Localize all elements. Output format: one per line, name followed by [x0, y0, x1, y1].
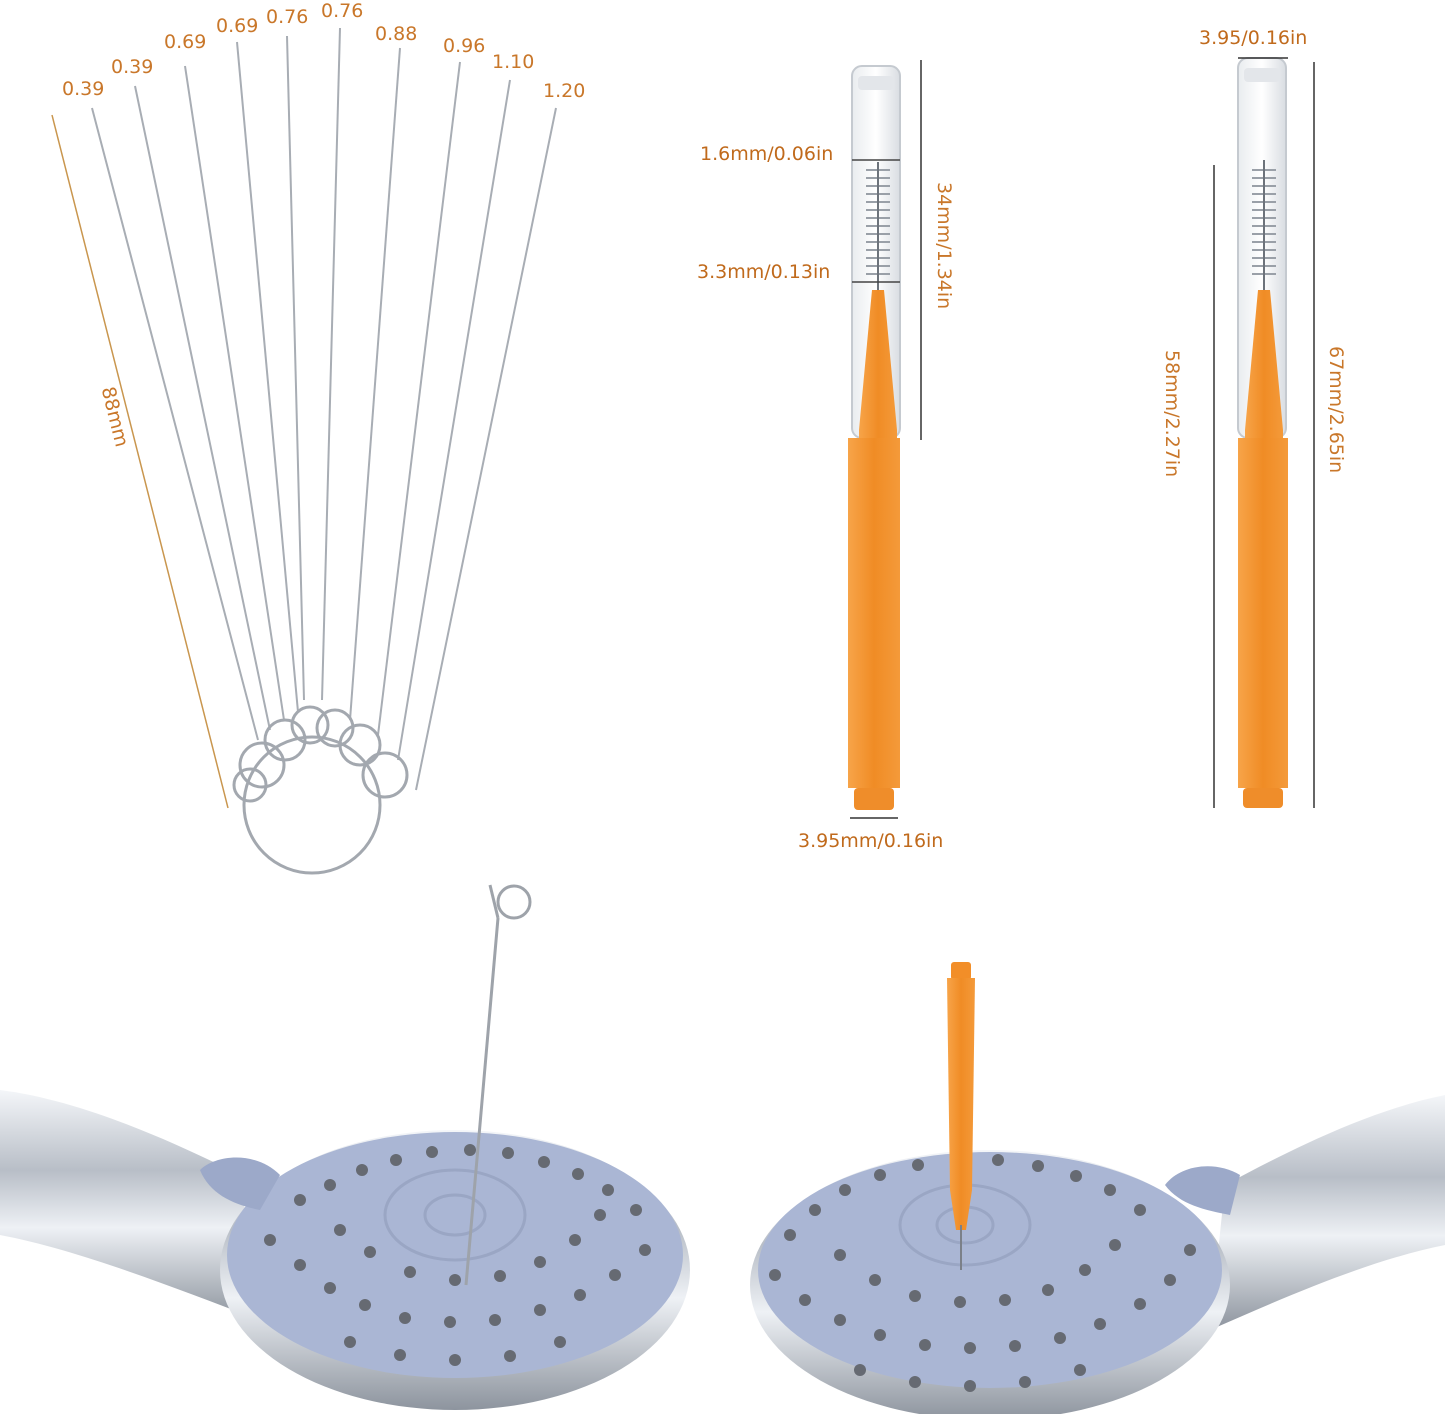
needle-gauge-label: 0.39: [111, 56, 154, 78]
length-dimension-line: [51, 114, 229, 809]
needle-gauge-label: 0.69: [216, 15, 259, 37]
needle-gauge-label: 0.76: [266, 6, 309, 28]
needle-gauge-label: 0.39: [62, 78, 105, 100]
needle: [91, 107, 259, 741]
key-ring: [232, 705, 409, 875]
shower-head-left: [0, 884, 690, 1410]
brush-left: [848, 60, 922, 819]
needle: [184, 65, 285, 721]
total-length-label: 67mm/2.65in: [1325, 346, 1347, 474]
needle: [321, 27, 341, 701]
shower-head-right: [750, 962, 1445, 1414]
bristle-length-label: 34mm/1.34in: [933, 182, 955, 310]
needle: [349, 47, 401, 721]
brush-base-width-label: 3.3mm/0.13in: [697, 261, 831, 283]
handle-width-label: 3.95mm/0.16in: [798, 830, 944, 852]
needle: [377, 61, 461, 736]
needle-gauge-label: 0.69: [164, 31, 207, 53]
needle: [286, 35, 305, 701]
needle: [134, 85, 271, 731]
brush-tip-width-label: 1.6mm/0.06in: [700, 143, 834, 165]
brush-right: [1213, 57, 1315, 808]
needle-gauge-label: 0.96: [443, 35, 486, 57]
needle-gauge-label: 0.88: [375, 23, 418, 45]
needle: [415, 107, 557, 791]
needle-gauge-label: 0.76: [321, 0, 364, 22]
needle-gauge-label: 1.20: [543, 80, 586, 102]
brush-length-label: 58mm/2.27in: [1161, 350, 1183, 478]
cleaning-needles: [91, 27, 557, 791]
needle: [236, 41, 299, 713]
needle-gauge-label: 1.10: [492, 51, 535, 73]
needle: [397, 79, 511, 761]
cap-width-label: 3.95/0.16in: [1199, 27, 1308, 49]
